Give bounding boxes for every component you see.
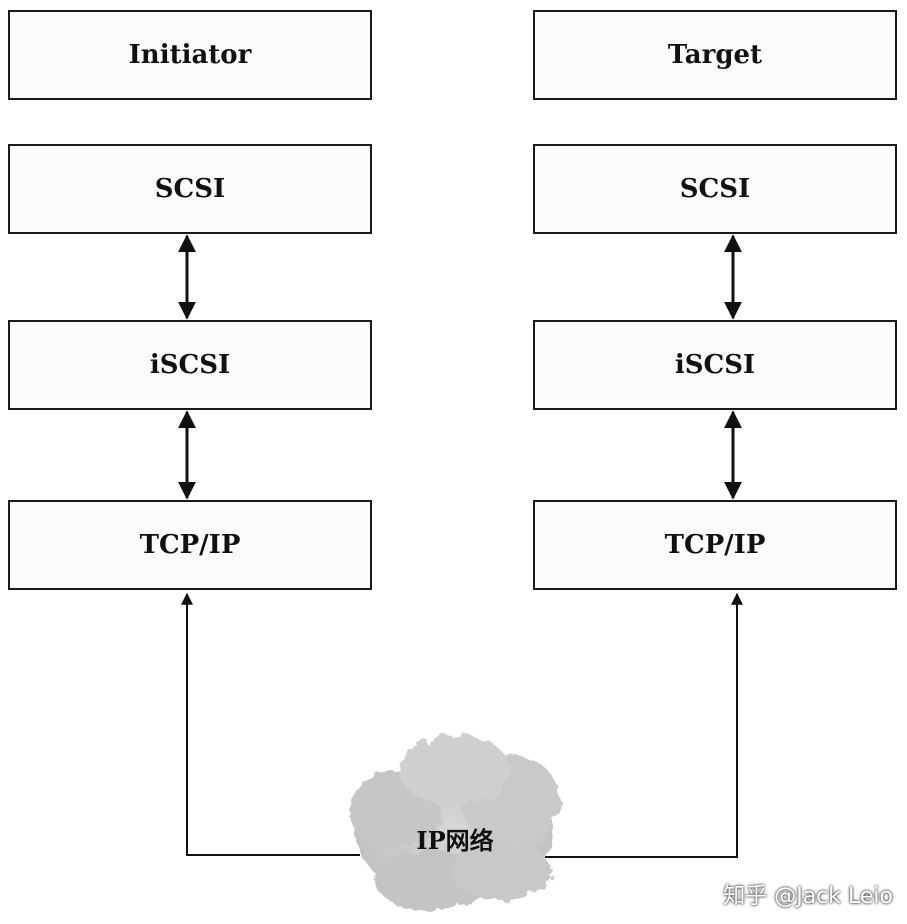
link-network-target xyxy=(545,592,743,858)
initiator-iscsi-label: iSCSI xyxy=(149,350,231,380)
target-iscsi-box: iSCSI xyxy=(533,320,897,410)
initiator-scsi-box: SCSI xyxy=(8,144,372,234)
link-initiator-network xyxy=(181,592,360,856)
target-title-box: Target xyxy=(533,10,897,100)
target-scsi-label: SCSI xyxy=(679,174,751,204)
initiator-tcpip-box: TCP/IP xyxy=(8,500,372,590)
target-tcpip-label: TCP/IP xyxy=(664,530,766,560)
watermark: 知乎 @Jack Leio xyxy=(723,884,893,909)
initiator-title-box: Initiator xyxy=(8,10,372,100)
target-scsi-box: SCSI xyxy=(533,144,897,234)
ip-network-label: IP网络 xyxy=(416,825,494,855)
initiator-title: Initiator xyxy=(128,40,252,70)
initiator-tcpip-label: TCP/IP xyxy=(139,530,241,560)
target-title: Target xyxy=(667,40,763,70)
ip-network-cloud xyxy=(350,735,560,910)
initiator-iscsi-box: iSCSI xyxy=(8,320,372,410)
initiator-scsi-label: SCSI xyxy=(154,174,226,204)
target-iscsi-label: iSCSI xyxy=(674,350,756,380)
target-tcpip-box: TCP/IP xyxy=(533,500,897,590)
